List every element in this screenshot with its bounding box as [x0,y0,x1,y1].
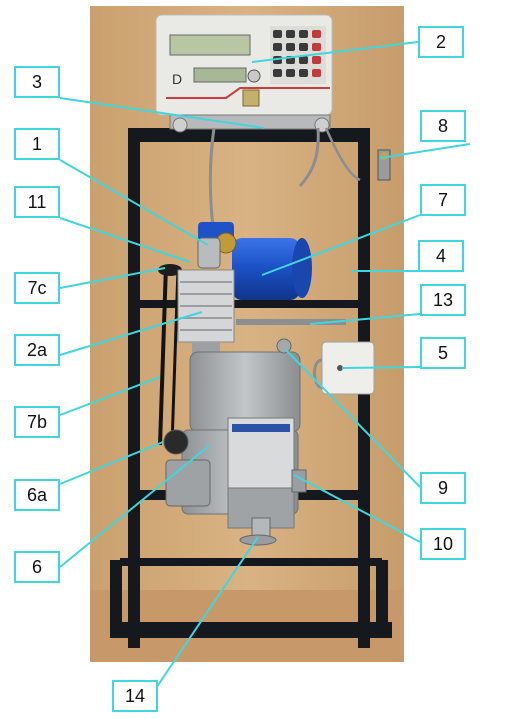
power-cable [298,127,320,188]
callout-7: 7 [420,184,466,216]
callout-14: 14 [112,680,158,712]
callout-5: 5 [420,337,466,369]
callout-8: 8 [420,110,466,142]
callout-10: 10 [420,528,466,560]
callout-11: 11 [14,186,60,218]
junction-box [313,341,375,395]
callout-6: 6 [14,551,60,583]
controller-bracket [169,114,331,130]
sensor-fitting [197,237,221,269]
callout-7b: 7b [14,406,60,438]
callout-6a: 6a [14,479,60,511]
callout-9: 9 [420,472,466,504]
callout-7c: 7c [14,272,60,304]
controller-unit: D [155,14,333,116]
callout-2a: 2a [14,334,60,366]
callout-3: 3 [14,66,60,98]
drive-shaft [236,319,346,325]
lcd-display-icon [169,34,251,83]
callout-2: 2 [418,26,464,58]
callout-4: 4 [418,240,464,272]
callout-1: 1 [14,128,60,160]
callout-13: 13 [420,284,466,316]
heat-sink [177,269,235,343]
svg-text:D: D [172,71,182,87]
keypad-icon [270,26,326,84]
pulley [163,429,189,455]
pump-housing [181,338,307,529]
